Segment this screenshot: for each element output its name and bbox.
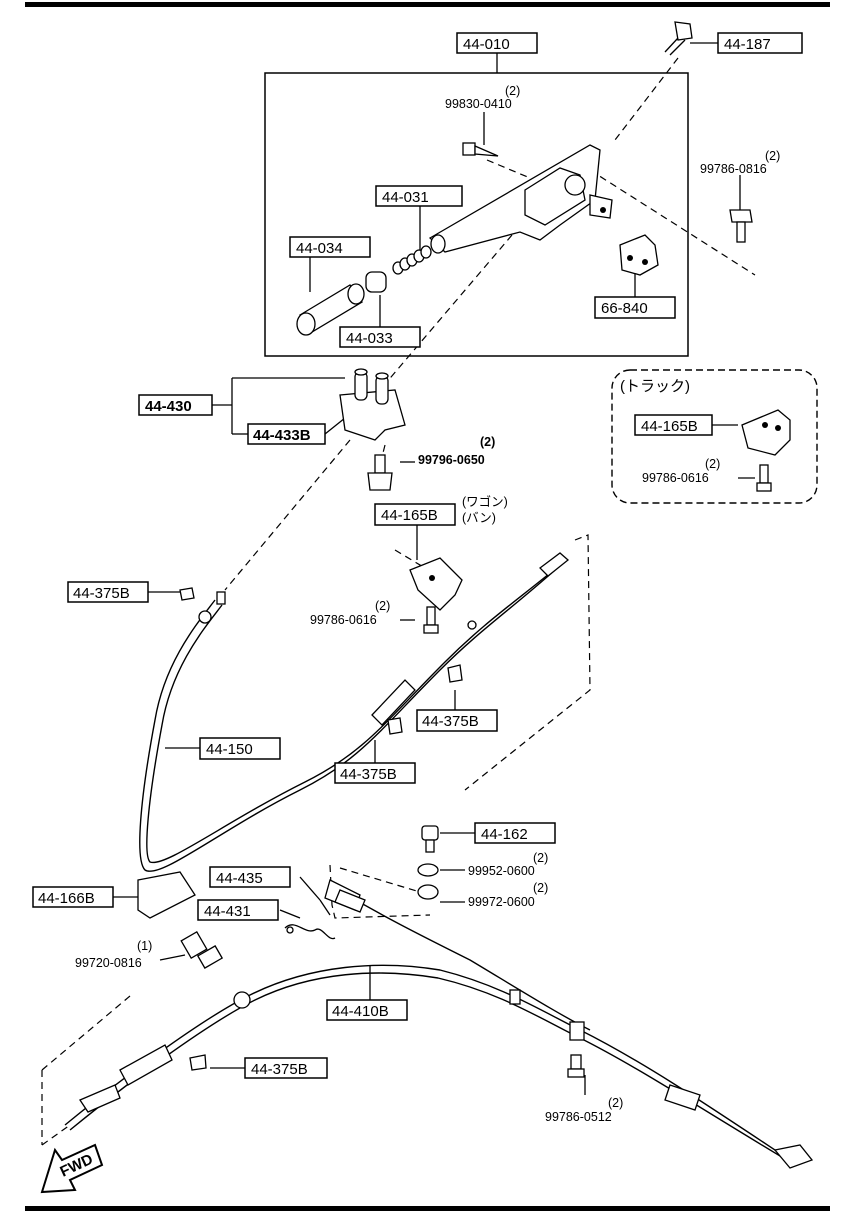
pn-99972-0600: 99972-0600 [468,895,535,909]
label-44-150: 44-150 [206,741,253,758]
pn-99830-0410: 99830-0410 [445,97,512,111]
note-truck: (トラック) [620,378,690,395]
pn-99786-0616: 99786-0616 [310,613,377,627]
guide-lines [41,57,756,1146]
qty-99720-0816: (1) [137,939,152,953]
label-44-410b: 44-410B [332,1003,389,1020]
note-wagon: (ワゴン) [462,494,508,509]
pn-99952-0600: 99952-0600 [468,864,535,878]
qty-99786-0616-truck: (2) [705,457,720,471]
bottom-rule [25,1206,830,1211]
label-44-375b-a: 44-375B [73,585,130,602]
nut-99972-0600 [417,884,439,900]
leader-lines [113,42,755,1095]
bolt-99720-0816 [180,930,224,969]
grip-44-034 [296,283,365,336]
qty-99830-0410: (2) [505,84,520,98]
spring-44-431 [284,924,336,940]
qty-99952-0600: (2) [533,851,548,865]
label-44-033: 44-033 [346,330,393,347]
clips-44-375b [179,587,463,1071]
spring-44-031 [392,245,432,275]
label-44-435: 44-435 [216,870,263,887]
label-44-162: 44-162 [481,826,528,843]
truck-variant-frame [611,369,818,504]
label-44-165b-truck: 44-165B [641,418,698,435]
pn-99720-0816: 99720-0816 [75,956,142,970]
label-44-165b: 44-165B [381,507,438,524]
pn-99786-0816: 99786-0816 [700,162,767,176]
pn-99796-0650: 99796-0650 [418,453,485,467]
top-rule [25,2,830,7]
part-number-texts: (2) 99830-0410 (2) 99786-0816 (2) 99796-… [75,84,780,1124]
bracket-44-430 [339,368,406,441]
label-44-010: 44-010 [463,36,510,53]
bracket-66-840 [619,234,659,276]
label-boxes: 44-010 44-187 44-031 44-034 44-033 66-84… [32,32,803,1079]
label-44-375b-d: 44-375B [251,1061,308,1078]
washer-99952-0600 [417,863,439,877]
qty-99786-0816: (2) [765,149,780,163]
lever-assembly-frame [264,72,689,357]
bolt-99786-0512 [567,1054,585,1078]
label-44-034: 44-034 [296,240,343,257]
label-44-375b-c: 44-375B [340,766,397,783]
screw-99786-0616-truck [756,464,772,492]
screw-99786-0616 [423,606,439,634]
label-66-840: 66-840 [601,300,648,317]
bracket-44-165b-truck [741,409,791,456]
bracket-44-166b [137,871,196,919]
label-44-166b: 44-166B [38,890,95,907]
qty-99786-0616: (2) [375,599,390,613]
label-44-431: 44-431 [204,903,251,920]
pn-99786-0512: 99786-0512 [545,1110,612,1124]
label-44-375b-b: 44-375B [422,713,479,730]
pin-44-435 [319,899,331,916]
label-44-430: 44-430 [145,398,192,415]
label-44-187: 44-187 [724,36,771,53]
brake-lever [428,144,613,254]
pn-99786-0616-truck: 99786-0616 [642,471,709,485]
adjust-bolt-44-187 [664,21,693,56]
bracket-44-165b [409,557,463,611]
note-van: (バン) [462,511,496,525]
button-44-033 [365,271,387,293]
variant-notes: (トラック) (ワゴン) (バン) [462,378,690,525]
qty-99796-0650: (2) [480,435,495,449]
bolt-99786-0816 [729,209,753,243]
fwd-arrow-icon: FWD [40,1143,104,1194]
front-cable-44-150 [139,552,570,872]
bolt-99796-0650 [367,454,393,491]
label-44-031: 44-031 [382,189,429,206]
qty-99786-0512: (2) [608,1096,623,1110]
rear-cable-44-410b [64,879,814,1169]
label-44-433b: 44-433B [253,427,311,444]
qty-99972-0600: (2) [533,881,548,895]
screw-99830-0410 [462,142,499,157]
bolt-44-162 [421,825,439,853]
